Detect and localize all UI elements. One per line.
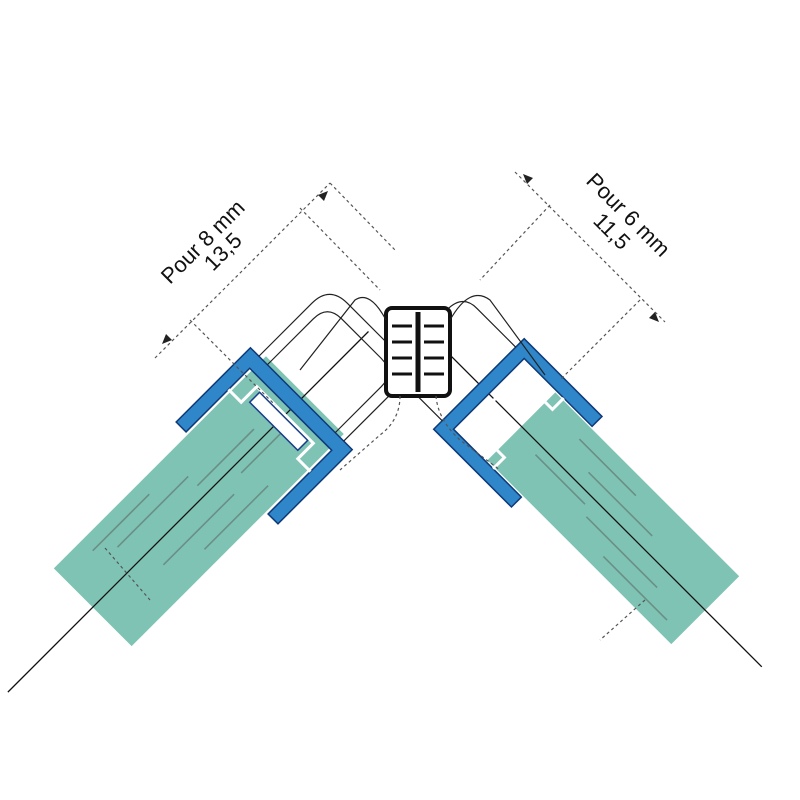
left-glass-assembly <box>7 293 407 693</box>
svg-text:Pour 6 mm: Pour 6 mm <box>581 168 675 262</box>
seal-bottom-left <box>339 395 401 471</box>
bottom-extension-lines <box>104 547 646 641</box>
seal-ribs <box>392 324 444 376</box>
seal-right-arm <box>449 295 546 376</box>
left-u-profile <box>175 346 354 525</box>
right-dimension: Pour 6 mm 11,5 <box>479 168 675 381</box>
left-glass-axis <box>7 331 369 693</box>
right-dim-arrow-2 <box>649 312 659 322</box>
right-profile-lip <box>468 373 565 470</box>
central-magnetic-seal <box>299 295 546 471</box>
left-glass-hatching <box>92 422 292 566</box>
right-u-profile <box>432 337 604 509</box>
left-dim-arrow-1 <box>162 334 172 344</box>
right-glass-hatching <box>534 438 668 621</box>
left-profile-lip <box>227 384 316 473</box>
seal-left-arm <box>299 296 387 371</box>
left-dim-arrow-2 <box>318 191 328 201</box>
right-dim-arrow-1 <box>523 174 533 184</box>
right-glass-axis <box>443 348 763 668</box>
right-dim-title: Pour 6 mm <box>581 168 675 262</box>
left-profile-slot <box>248 391 309 452</box>
